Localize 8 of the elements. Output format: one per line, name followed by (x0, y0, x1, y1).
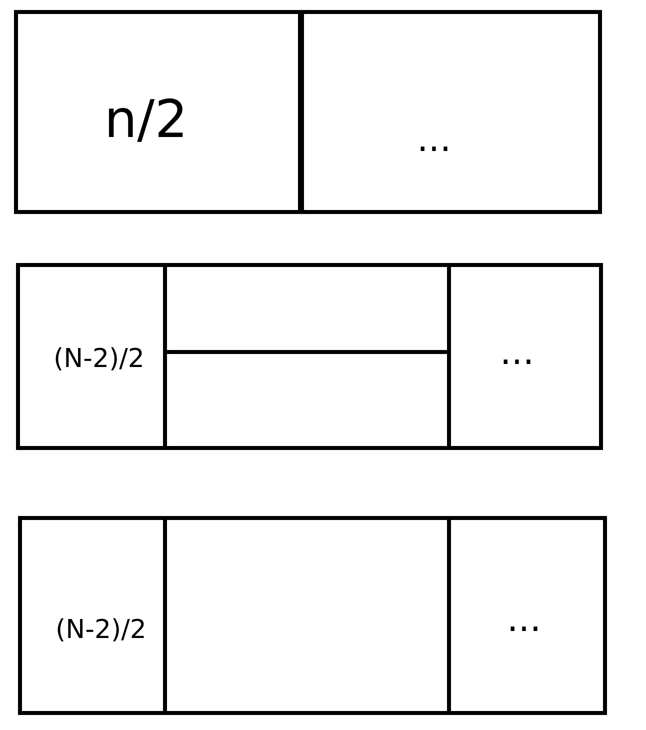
cell-label: ... (500, 335, 534, 371)
cell-label: ... (506, 602, 542, 638)
table-cell (14, 10, 304, 214)
cell-label: (N-2)/2 (56, 617, 146, 643)
table-cell (298, 10, 602, 214)
cell-label: ... (416, 122, 452, 158)
cell-label: (N-2)/2 (54, 346, 144, 372)
cell-label: n/2 (104, 94, 188, 146)
